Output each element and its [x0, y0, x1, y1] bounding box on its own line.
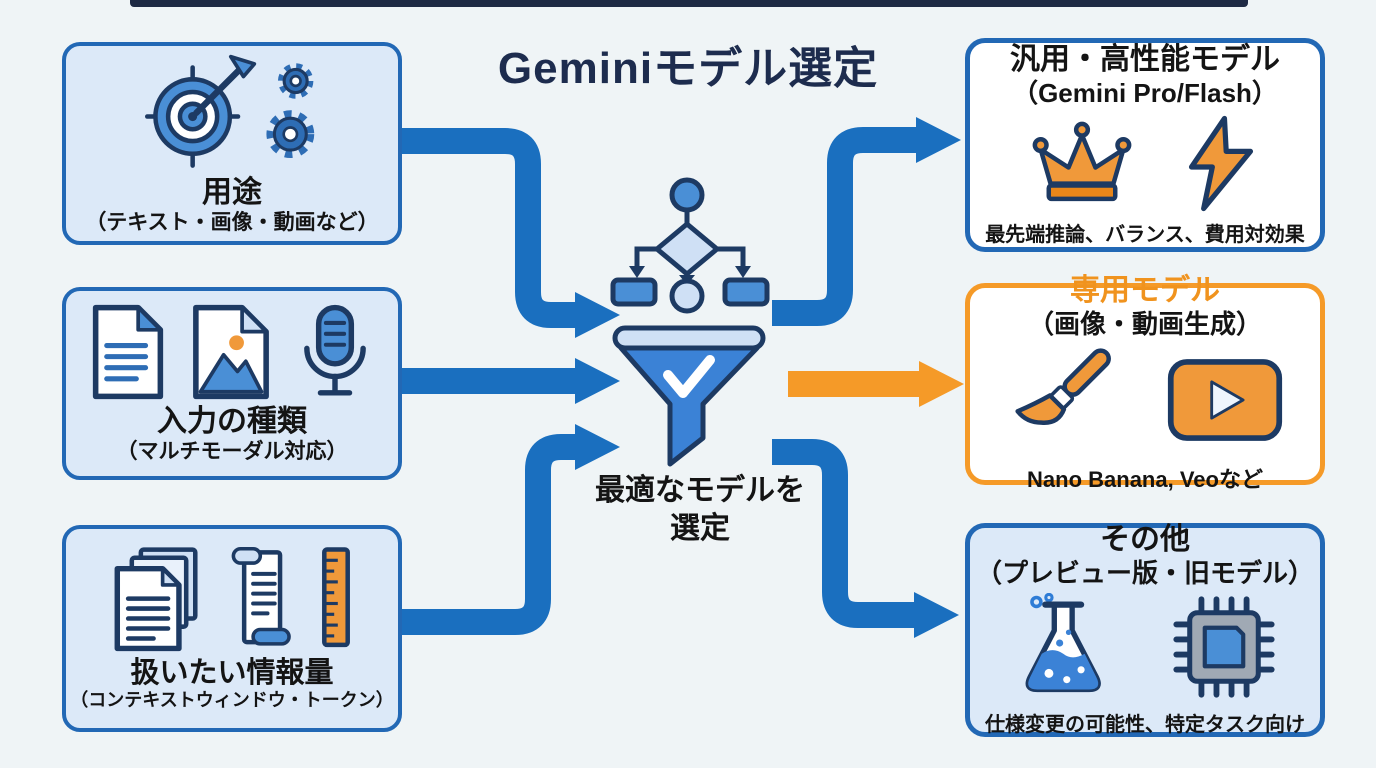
arrow-usage-to-funnel	[402, 128, 620, 338]
input-box-usage-label: 用途	[202, 175, 262, 209]
input-box-volume: 扱いたい情報量 （コンテキストウィンドウ・トークン）	[62, 525, 402, 732]
input-box-modality: 入力の種類 （マルチモーダル対応）	[62, 287, 402, 480]
output-box-other-caption: 仕様変更の可能性、特定タスク向け	[985, 713, 1305, 736]
output-box-other-heading: その他	[1100, 523, 1190, 557]
ruler-icon	[322, 547, 350, 648]
specialized-icon-row	[1006, 344, 1284, 456]
input-box-volume-label: 扱いたい情報量	[130, 657, 334, 690]
output-box-specialized-sub: （画像・動画生成）	[1027, 308, 1262, 339]
diagram-title: Geminiモデル選定	[497, 44, 879, 93]
input-box-modality-label: 入力の種類	[157, 404, 307, 438]
video-play-icon	[1167, 358, 1283, 441]
flask-icon	[1025, 592, 1101, 692]
top-accent-bar	[130, 0, 1248, 7]
arrow-funnel-to-general	[772, 117, 961, 326]
volume-icon-row	[108, 545, 356, 653]
lightning-icon	[1188, 115, 1254, 211]
output-box-specialized-heading: 専用モデル	[1070, 274, 1220, 308]
microphone-icon	[304, 304, 366, 396]
center-label-line2: 選定	[670, 512, 730, 545]
input-box-usage-sub: （テキスト・画像・動画など）	[85, 211, 379, 235]
funnel-flowchart-icon	[605, 172, 775, 477]
input-box-modality-sub: （マルチモーダル対応）	[116, 440, 348, 464]
output-box-specialized: 専用モデル （画像・動画生成） Nano Banana, Veoなど	[965, 274, 1325, 492]
output-box-general-caption: 最先端推論、バランス、費用対効果	[985, 223, 1305, 246]
document-icon	[92, 304, 164, 399]
output-box-general-sub: （Gemini Pro/Flash）	[1012, 77, 1278, 108]
output-box-other-sub: （プレビュー版・旧モデル）	[975, 557, 1314, 588]
usage-icon-row	[140, 52, 324, 172]
arrow-input-to-funnel	[402, 358, 620, 404]
output-box-other: その他 （プレビュー版・旧モデル）	[965, 523, 1325, 737]
output-box-specialized-caption: Nano Banana, Veoなど	[1027, 466, 1263, 492]
center-label: 最適なモデルを 選定	[565, 472, 835, 548]
center-label-line1: 最適なモデルを	[595, 474, 805, 507]
chip-icon	[1173, 596, 1275, 698]
input-box-usage: 用途 （テキスト・画像・動画など）	[62, 42, 402, 245]
output-box-general: 汎用・高性能モデル （Gemini Pro/Flash） 最先端推論、バランス、…	[965, 38, 1325, 252]
other-icon-row	[1015, 592, 1275, 702]
documents-stack-icon	[114, 546, 198, 651]
arrow-funnel-to-specialized	[788, 361, 964, 407]
general-icon-row	[1029, 115, 1261, 212]
input-box-volume-sub: （コンテキストウィンドウ・トークン）	[70, 690, 394, 711]
scroll-icon	[231, 546, 291, 646]
paintbrush-icon	[1015, 348, 1111, 425]
gears-icon	[266, 62, 315, 158]
crown-icon	[1032, 122, 1132, 202]
output-box-general-heading: 汎用・高性能モデル	[1010, 43, 1280, 77]
target-icon	[144, 54, 257, 168]
image-icon	[193, 304, 269, 399]
modality-icon-row	[88, 303, 376, 401]
